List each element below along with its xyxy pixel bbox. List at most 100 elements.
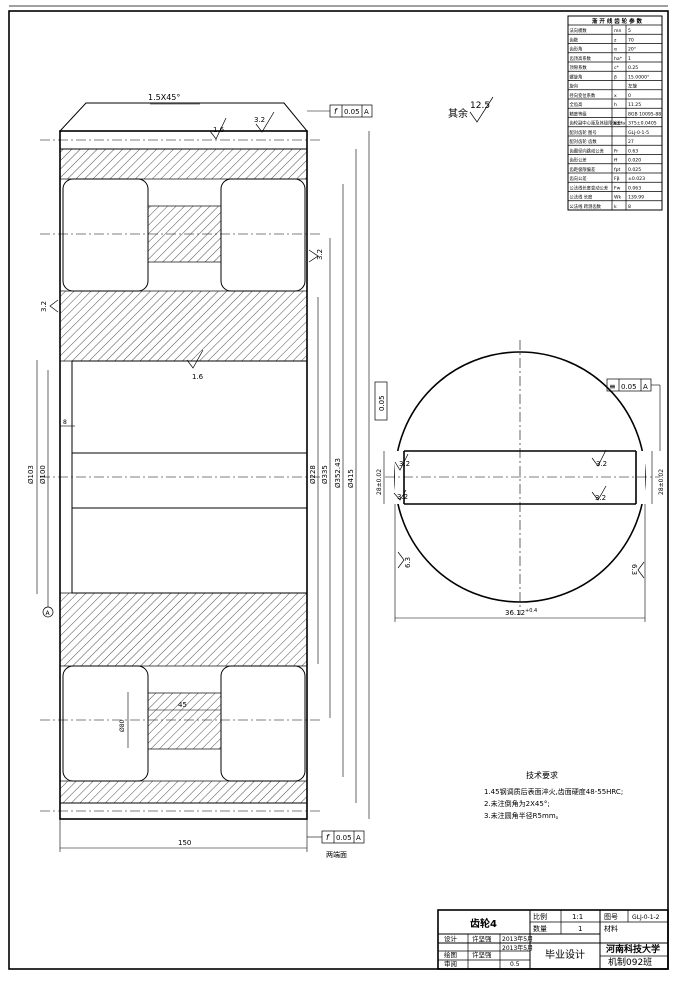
dim-width: 150 bbox=[178, 839, 191, 847]
web-opening-top-left bbox=[62, 178, 149, 292]
drafter-name: 许坚强 bbox=[472, 950, 492, 959]
param-name: 精度等级 bbox=[570, 110, 588, 117]
dim-slot-width: 28±0.02 bbox=[376, 469, 383, 495]
roughness-symbol: 3.2 bbox=[254, 111, 275, 133]
param-value: 1 bbox=[628, 56, 631, 62]
roughness-value: 3.2 bbox=[397, 493, 408, 501]
datum-letter: A bbox=[46, 610, 51, 617]
dim-shaft: Ø100 bbox=[39, 465, 47, 484]
roughness-value: 6.3 bbox=[404, 557, 412, 568]
param-table-title: 渐 开 线 齿 轮 参 数 bbox=[592, 17, 642, 25]
param-value: 0.020 bbox=[628, 158, 641, 164]
dim-hub-len: 45 bbox=[178, 701, 187, 709]
roughness-value: 3.2 bbox=[40, 301, 48, 312]
param-symbol: a±fa bbox=[614, 121, 625, 127]
roughness-symbol: 1.6 bbox=[186, 349, 204, 381]
rest-roughness-label: 其余 bbox=[448, 107, 468, 120]
param-value: 8 bbox=[628, 204, 631, 210]
keyway-width-tol: +0.4 bbox=[525, 608, 537, 614]
tooth-top-chamfer bbox=[58, 102, 309, 132]
draw-label: 绘图 bbox=[444, 950, 457, 959]
tech-note: 1.45钢调质后表面淬火,齿面硬度48-55HRC; bbox=[484, 787, 623, 796]
param-value: 左旋 bbox=[628, 83, 638, 90]
param-name: 顶隙系数 bbox=[570, 64, 588, 71]
rest-roughness-value: 12.5 bbox=[470, 101, 490, 111]
param-name: 齿顶高系数 bbox=[570, 55, 592, 62]
runout-frame-bottom: f 0.05 A 两端面 bbox=[307, 830, 365, 859]
roughness-symbol: 3.2 bbox=[394, 453, 410, 471]
roughness-value: 3.2 bbox=[595, 494, 606, 502]
param-name: 公法线长度变动公差 bbox=[570, 184, 609, 191]
dim-rim-out: Ø335 bbox=[321, 465, 329, 484]
part-name: 齿轮4 bbox=[470, 917, 497, 930]
param-value: 8GB 10095-88 bbox=[628, 111, 661, 117]
design-label: 设计 bbox=[444, 934, 458, 943]
param-value: 27 bbox=[628, 139, 634, 145]
sheet-border bbox=[8, 10, 669, 970]
keyway-width-value: 36.12 bbox=[505, 609, 525, 617]
dim-rim-in: Ø228 bbox=[309, 465, 317, 484]
param-value: 0.063 bbox=[628, 185, 641, 191]
param-name: 螺旋角 bbox=[570, 73, 583, 80]
roughness-value: 1.6 bbox=[192, 373, 204, 381]
quantity-value: 1 bbox=[578, 925, 582, 933]
view-label: 两端面 bbox=[326, 850, 347, 859]
runout-datum: A bbox=[356, 834, 361, 842]
design-date: 2013年5月 bbox=[502, 935, 533, 943]
roughness-symbol: 6.3 bbox=[397, 551, 412, 569]
roughness-symbol: 3.2 bbox=[393, 489, 408, 501]
web-opening-top-right bbox=[220, 178, 306, 292]
roughness-symbol: 3.2 bbox=[40, 299, 59, 313]
roughness-symbol: 3.2 bbox=[591, 485, 607, 502]
param-value: 0.025 bbox=[628, 167, 641, 173]
drawing-no: GLJ-0-1-2 bbox=[632, 914, 660, 921]
web-opening-bottom-left bbox=[62, 665, 149, 782]
param-value: 375±0.0405 bbox=[628, 121, 657, 127]
runout-frame-radial: 0.05 bbox=[374, 381, 388, 421]
param-name: 配对齿轮 图号 bbox=[570, 129, 597, 136]
runout-value: 0.05 bbox=[336, 834, 352, 842]
roughness-value: 6.3 bbox=[630, 564, 638, 575]
symmetry-value: 0.05 bbox=[621, 383, 637, 391]
roughness-symbol: 3.2 bbox=[308, 249, 324, 263]
tech-title: 技术要求 bbox=[526, 770, 558, 780]
dim-tip: Ø415 bbox=[347, 469, 355, 488]
dim-slot-width: 28±0.02 bbox=[658, 469, 665, 495]
param-value: 0 bbox=[628, 93, 631, 99]
hatch-rim-top bbox=[59, 148, 308, 180]
param-symbol: ff bbox=[614, 158, 618, 164]
param-symbol: Wk bbox=[614, 195, 622, 201]
title-block: 齿轮4 比例 1:1 数量 1 图号 GLJ-0-1-2 材料 设计 绘图 审阅… bbox=[437, 909, 669, 970]
hatch-rim-bottom bbox=[59, 780, 308, 804]
runout-value: 0.05 bbox=[378, 395, 386, 411]
param-value: 5 bbox=[628, 28, 631, 34]
param-name: 齿圈径向跳动公差 bbox=[570, 147, 605, 154]
material-label: 材料 bbox=[604, 924, 618, 933]
end-view: 3.2 3.2 3.2 3.2 6.3 6.3 ≡ 0.05 bbox=[376, 340, 665, 622]
param-name: 齿轮副中心距及其极限偏差 bbox=[570, 120, 622, 127]
roughness-value: 3.2 bbox=[596, 460, 607, 468]
dim-keyway-width: 36.12+0.4 bbox=[505, 608, 537, 617]
param-value: ±0.023 bbox=[628, 176, 645, 182]
param-name: 全齿高 bbox=[570, 101, 584, 108]
param-symbol: z bbox=[614, 38, 617, 43]
param-name: 公法线 跨测齿数 bbox=[570, 203, 602, 210]
param-name: 齿数 bbox=[570, 36, 579, 43]
param-name: 齿向公差 bbox=[570, 175, 588, 182]
hatch-hub-top bbox=[59, 290, 308, 362]
symmetry-datum: A bbox=[643, 383, 648, 391]
param-symbol: Fr bbox=[614, 148, 618, 154]
roughness-symbol: 1.6 bbox=[209, 117, 227, 140]
title-block-border bbox=[437, 909, 669, 970]
roughness-symbol: 3.2 bbox=[591, 449, 607, 468]
param-symbol: h bbox=[614, 102, 617, 108]
runout-datum: A bbox=[364, 108, 369, 116]
param-symbol: Fw bbox=[614, 185, 621, 191]
datum-marker bbox=[42, 606, 54, 618]
param-name: 齿距极限偏差 bbox=[570, 166, 596, 173]
param-name: 配对齿轮 齿数 bbox=[570, 138, 598, 145]
param-symbol: α bbox=[614, 48, 617, 53]
param-value: 0.63 bbox=[628, 148, 638, 154]
roughness-value: 1.6 bbox=[213, 126, 225, 134]
